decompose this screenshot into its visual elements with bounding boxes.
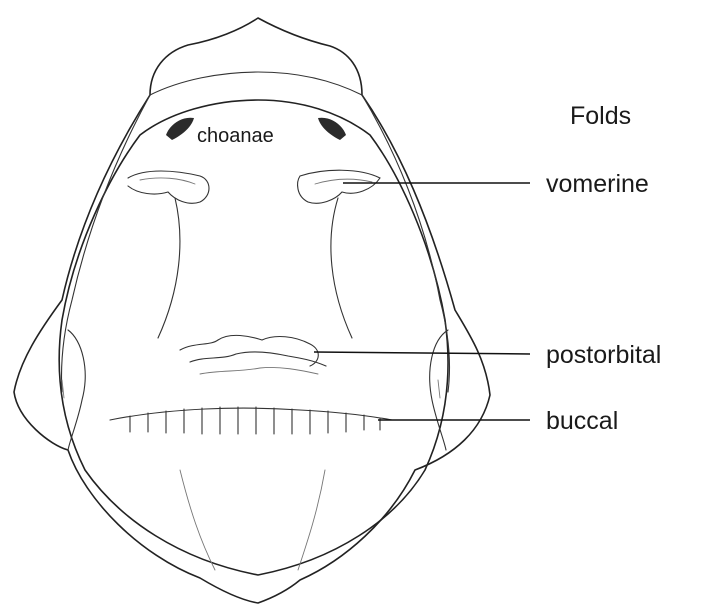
jaw-margin-outer-rim-right [362, 95, 450, 392]
postorbital-fold-lower [200, 367, 318, 374]
palate-line-right [331, 198, 352, 338]
vomerine-label: vomerine [546, 170, 649, 198]
buccal-fold [110, 408, 392, 420]
buccal-fold-ticks [130, 407, 380, 434]
palate-line-left [158, 198, 180, 338]
vomerine-fold-left-inner [140, 178, 195, 184]
choanae-label: choanae [197, 125, 274, 147]
choana-right [318, 118, 346, 140]
head-outer-outline [14, 18, 490, 603]
choana-left [166, 118, 194, 140]
leader-postorbital [314, 352, 530, 354]
postorbital-fold-middle [190, 352, 326, 366]
folds-heading: Folds [570, 102, 631, 130]
side-tick-right [438, 380, 440, 398]
postorbital-fold-upper [180, 335, 318, 366]
postorbital-label: postorbital [546, 341, 661, 369]
chin-line-left [180, 470, 215, 570]
vomerine-fold-right [298, 170, 380, 203]
upper-rim-arc [150, 72, 362, 95]
vomerine-fold-left [128, 171, 209, 203]
buccal-label: buccal [546, 407, 618, 435]
